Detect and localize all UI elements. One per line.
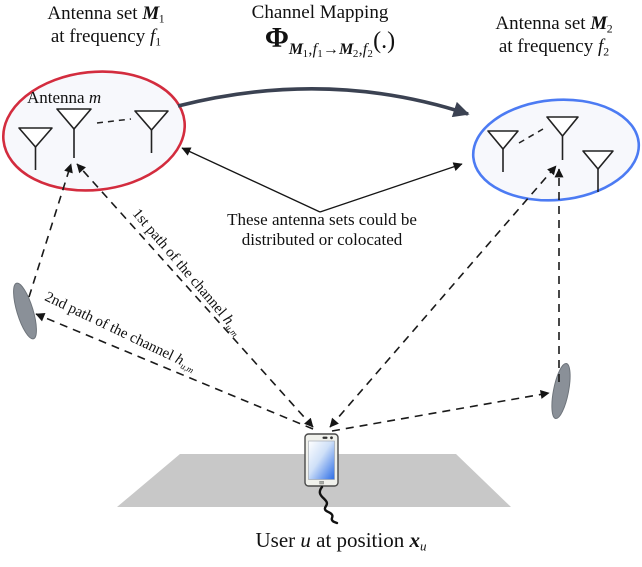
path-line-user-to-set1 <box>76 163 314 428</box>
colocation-note: These antenna sets could be distributed … <box>202 210 442 249</box>
phi-symbol: Φ <box>264 22 289 54</box>
path-line-user-to-right-scatterer <box>331 390 550 432</box>
antenna-m-label: Antenna m <box>27 88 102 107</box>
path-line-user-to-left-scatterer <box>35 313 314 430</box>
user-var: u <box>300 528 311 552</box>
arrow-glyph: → <box>322 41 340 58</box>
set-symbol: M <box>142 3 159 24</box>
scatterer-right <box>551 362 571 420</box>
antenna-spacing-dashes <box>96 118 132 124</box>
set-symbol: M <box>590 13 607 34</box>
user-position-label: User u at position xu <box>255 528 427 554</box>
phone-screen <box>308 440 335 480</box>
antenna-set-2-label-line2: at frequency f2 <box>498 35 610 59</box>
frequency-symbol: f <box>598 35 604 57</box>
antenna-icon <box>134 110 169 131</box>
antenna-spacing-dashes <box>518 128 544 144</box>
antenna-set-2-label-line1: Antenna set M2 <box>495 13 613 36</box>
note-arrow-left <box>181 147 321 213</box>
phone-speaker-icon <box>322 436 328 439</box>
colocation-note-line1: These antenna sets could be <box>227 210 417 229</box>
antenna-icon <box>18 127 53 148</box>
antenna-set-1-label-line1: Antenna set M1 <box>47 3 165 26</box>
antenna-icon <box>582 150 614 170</box>
path-line-left-scatterer-to-set1 <box>28 163 73 298</box>
phone-home-button <box>319 481 324 485</box>
note-arrow-right <box>319 162 463 213</box>
antenna-icon <box>56 108 92 130</box>
channel-mapping-arrow <box>177 87 470 118</box>
frequency-symbol: f <box>150 25 156 47</box>
antenna-set-1-label-line2: at frequency f1 <box>50 25 162 49</box>
antenna-set-1-group <box>1 70 187 192</box>
note-arrows <box>181 147 463 213</box>
antenna-set-1-label: Antenna set M1 at frequency f1 <box>8 3 204 49</box>
antenna-icon <box>487 130 519 150</box>
antenna-set-2-label: Antenna set M2 at frequency f2 <box>466 13 642 59</box>
antenna-set-2-group <box>471 98 641 202</box>
channel-mapping-formula: ΦM1,f1→M2,f2(.) <box>264 22 396 60</box>
position-var: x <box>409 528 420 552</box>
antenna-set-2-ellipse <box>471 98 641 202</box>
channel-mapping-title: Channel Mapping <box>251 2 389 23</box>
phone-camera-icon <box>330 436 333 440</box>
antenna-index-var: m <box>88 88 102 107</box>
antenna-icon <box>546 116 579 137</box>
user-phone <box>304 433 339 525</box>
phone-cable <box>318 485 339 525</box>
colocation-note-line2: distributed or colocated <box>241 229 403 249</box>
scatterer-left <box>13 282 37 340</box>
path-line-user-to-set2 <box>329 165 557 428</box>
